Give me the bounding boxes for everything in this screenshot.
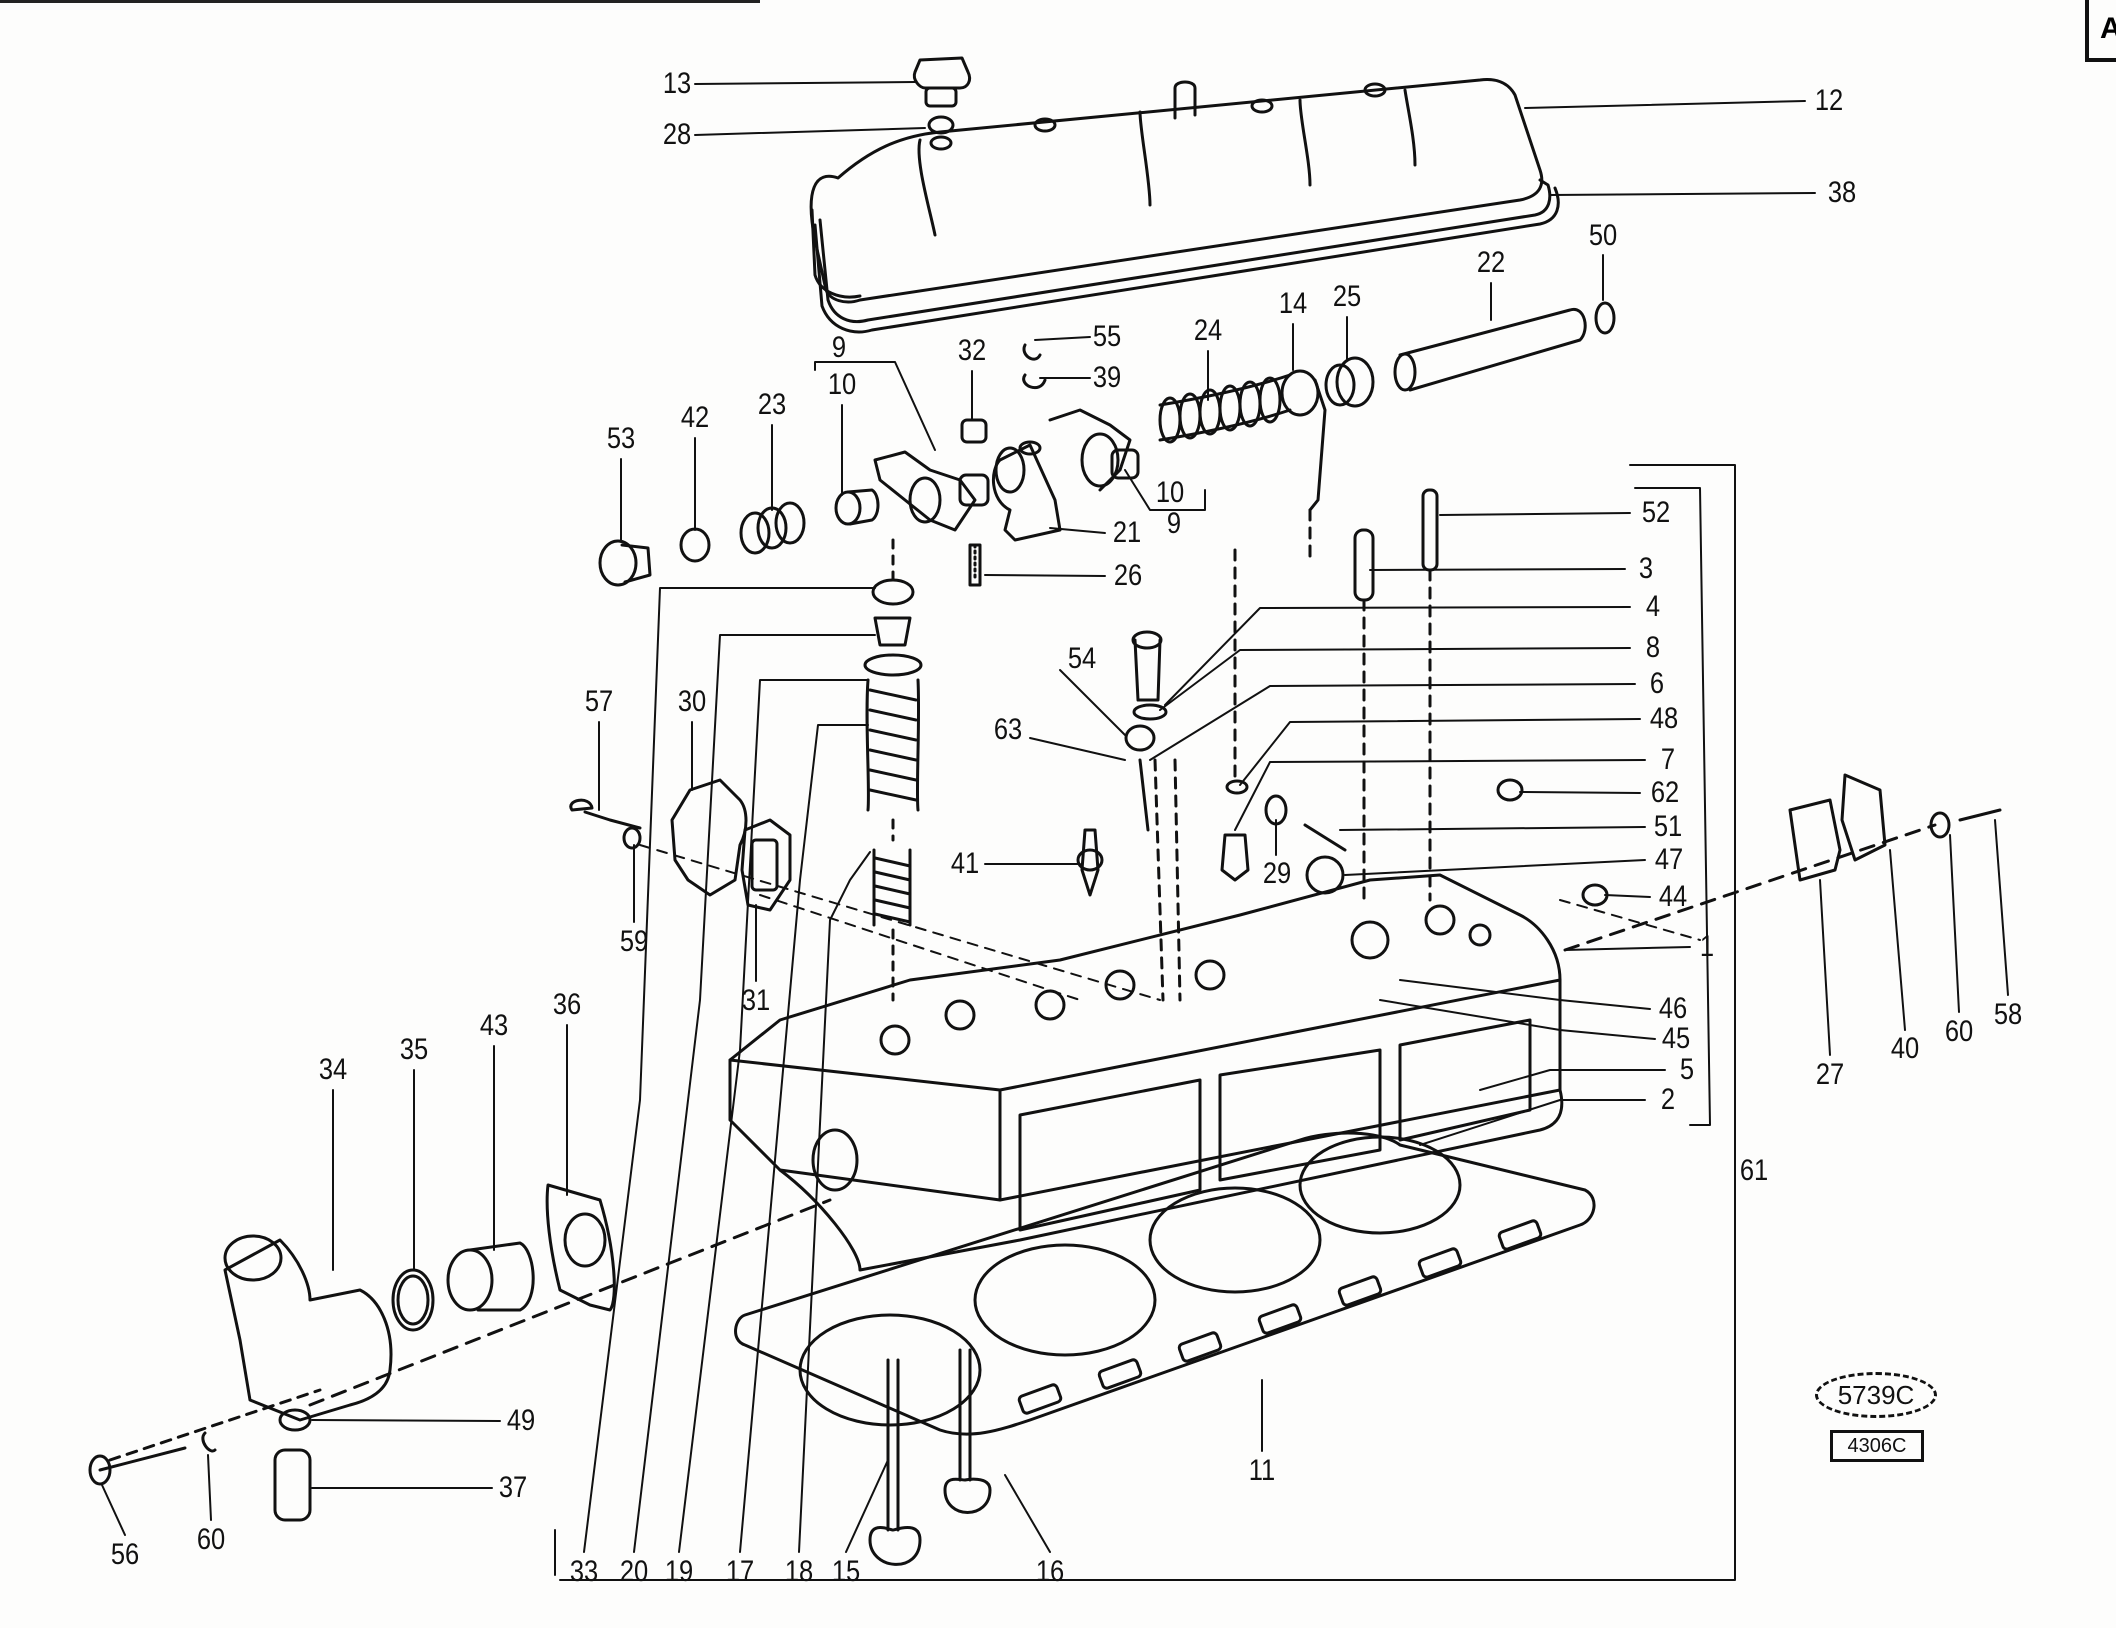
callout-42: 42 — [680, 401, 710, 434]
callout-30: 30 — [677, 685, 707, 718]
callout-17: 17 — [725, 1555, 755, 1588]
callout-15: 15 — [831, 1555, 861, 1588]
callout-28: 28 — [662, 118, 692, 151]
glow-plug — [1076, 828, 1104, 897]
rocker-support — [991, 343, 1140, 542]
callout-49: 49 — [506, 1404, 536, 1437]
callout-46: 46 — [1658, 992, 1688, 1025]
callout-7: 7 — [1660, 743, 1676, 776]
callout-9-lower: 9 — [1166, 507, 1182, 540]
side-cover — [569, 778, 792, 912]
callout-25: 25 — [1332, 280, 1362, 313]
right-side-cover — [1563, 773, 2002, 952]
callout-2: 2 — [1660, 1083, 1676, 1116]
callout-62: 62 — [1650, 776, 1680, 809]
callout-53: 53 — [606, 422, 636, 455]
callout-19: 19 — [664, 1555, 694, 1588]
callout-5: 5 — [1679, 1053, 1695, 1086]
callout-6: 6 — [1649, 667, 1665, 700]
assembly-lines — [639, 844, 1701, 1001]
callout-60-right: 60 — [1944, 1015, 1974, 1048]
callout-55: 55 — [1092, 320, 1122, 353]
leader-lines — [101, 81, 2009, 1581]
callout-47: 47 — [1654, 843, 1684, 876]
callout-54: 54 — [1067, 642, 1097, 675]
callout-50: 50 — [1588, 219, 1618, 252]
reference-code-box: 4306C — [1830, 1430, 1924, 1462]
valves — [868, 1348, 992, 1566]
callout-59: 59 — [619, 925, 649, 958]
callout-37: 37 — [498, 1471, 528, 1504]
callout-33: 33 — [569, 1555, 599, 1588]
callout-36: 36 — [552, 988, 582, 1021]
callout-8: 8 — [1645, 631, 1661, 664]
callout-4: 4 — [1645, 590, 1661, 623]
callout-48: 48 — [1649, 702, 1679, 735]
callout-23: 23 — [757, 388, 787, 421]
callout-52: 52 — [1641, 496, 1671, 529]
callout-29: 29 — [1262, 857, 1292, 890]
callout-32: 32 — [957, 334, 987, 367]
callout-10-upper: 10 — [827, 368, 857, 401]
callout-35: 35 — [399, 1033, 429, 1066]
callout-21: 21 — [1112, 516, 1142, 549]
callout-24: 24 — [1193, 314, 1223, 347]
cylinder-head — [728, 873, 1564, 1272]
spring-coil-24 — [1158, 376, 1282, 444]
corner-tab-glyph: A — [2100, 12, 2116, 45]
callout-3: 3 — [1638, 552, 1654, 585]
callout-39: 39 — [1092, 361, 1122, 394]
injector-assembly — [1124, 630, 1182, 1002]
rocker-left-parts — [598, 418, 990, 587]
callout-14: 14 — [1278, 287, 1308, 320]
callout-1: 1 — [1699, 930, 1715, 963]
callout-20: 20 — [619, 1555, 649, 1588]
callout-16: 16 — [1035, 1555, 1065, 1588]
callout-10-lower: 10 — [1155, 476, 1185, 509]
thermostat-parts — [108, 1183, 832, 1462]
callout-56: 56 — [110, 1538, 140, 1571]
callout-38: 38 — [1827, 176, 1857, 209]
callout-12: 12 — [1814, 84, 1844, 117]
callout-40: 40 — [1890, 1032, 1920, 1065]
plugs-and-nozzle — [1220, 488, 1609, 907]
valve-cover — [809, 78, 1544, 304]
callout-58: 58 — [1993, 998, 2023, 1031]
page-corner-tab — [2085, 0, 2116, 62]
callout-27: 27 — [1815, 1058, 1845, 1091]
reference-code-oval: 5739C — [1815, 1372, 1937, 1418]
callout-60-left: 60 — [196, 1523, 226, 1556]
callout-11: 11 — [1248, 1454, 1276, 1487]
callout-9-upper: 9 — [831, 331, 847, 364]
callout-63: 63 — [993, 713, 1023, 746]
callout-51: 51 — [1653, 810, 1683, 843]
cover-gasket — [813, 178, 1560, 334]
callout-57: 57 — [584, 685, 614, 718]
bottom-connector-parts — [88, 1408, 312, 1522]
valve-spring-stack — [863, 538, 923, 1002]
top-border-rule — [0, 0, 760, 3]
callout-44: 44 — [1658, 880, 1688, 913]
callout-31: 31 — [741, 984, 771, 1017]
callout-26: 26 — [1113, 559, 1143, 592]
callout-61: 61 — [1739, 1154, 1769, 1187]
head-gasket — [734, 1131, 1596, 1436]
callout-13: 13 — [662, 67, 692, 100]
rocker-shaft — [1158, 301, 1616, 512]
callout-41: 41 — [950, 847, 980, 880]
oil-filler-cap — [912, 56, 972, 151]
callout-45: 45 — [1661, 1022, 1691, 1055]
callout-43: 43 — [479, 1009, 509, 1042]
callout-18: 18 — [784, 1555, 814, 1588]
callout-22: 22 — [1476, 246, 1506, 279]
callout-34: 34 — [318, 1053, 348, 1086]
